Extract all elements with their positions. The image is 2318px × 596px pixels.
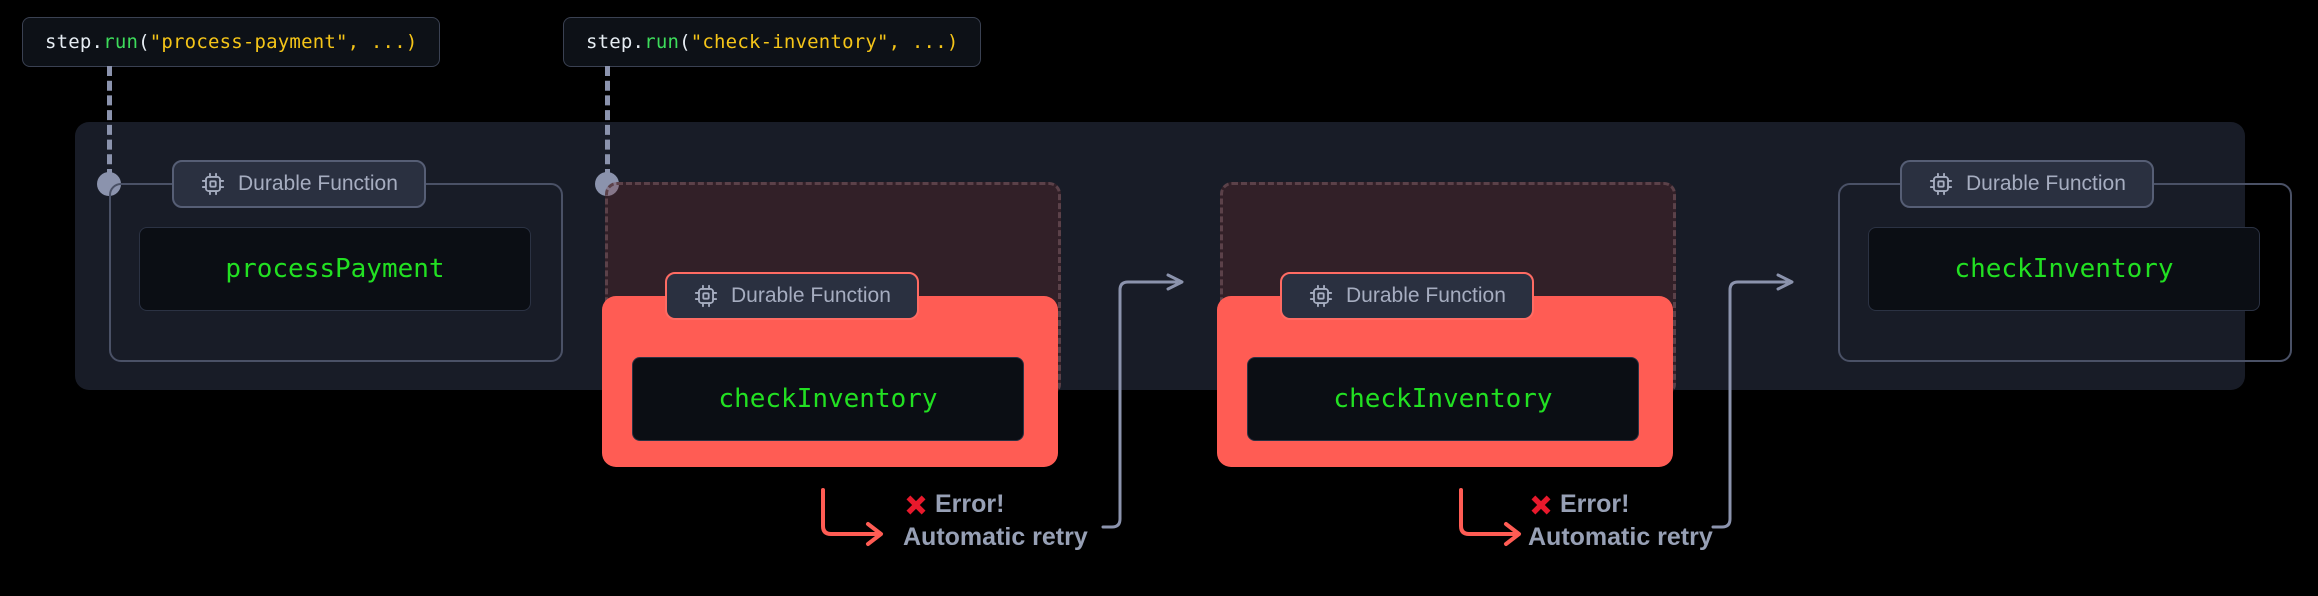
error-arrow-2 [1459, 488, 1521, 546]
durable-function-label: Durable Function [731, 284, 891, 307]
cpu-chip-icon [1308, 283, 1334, 309]
code-label-check-inventory: step.run("check-inventory", ...) [563, 17, 982, 67]
durable-function-badge-check-inventory-2[interactable]: Durable Function [1280, 272, 1534, 320]
x-mark-icon [1528, 492, 1554, 518]
connector-dashed-line-2 [605, 66, 610, 179]
durable-function-label: Durable Function [1346, 284, 1506, 307]
function-name: checkInventory [1333, 384, 1553, 414]
code-object: step. [45, 31, 104, 53]
durable-function-label: Durable Function [1966, 172, 2126, 195]
code-rest: , ...) [347, 31, 418, 53]
function-name: checkInventory [718, 384, 938, 414]
automatic-retry-label: Automatic retry [903, 523, 1088, 551]
x-mark-icon [903, 492, 929, 518]
cpu-chip-icon [693, 283, 719, 309]
durable-function-badge-check-inventory-success[interactable]: Durable Function [1900, 160, 2154, 208]
cpu-chip-icon [200, 171, 226, 197]
error-row: Error! [903, 490, 1088, 519]
durable-function-group-process-payment[interactable]: processPayment [109, 183, 563, 362]
code-argument: "process-payment" [149, 31, 348, 53]
code-rest: , ...) [888, 31, 959, 53]
cpu-chip-icon [1928, 171, 1954, 197]
durable-function-badge-check-inventory-1[interactable]: Durable Function [665, 272, 919, 320]
durable-function-group-check-inventory-success[interactable]: checkInventory [1838, 183, 2292, 362]
code-paren-open: ( [679, 31, 691, 53]
error-arrow-1 [821, 488, 883, 546]
error-caption-2: Error! Automatic retry [1528, 490, 1713, 552]
code-argument: "check-inventory" [690, 31, 889, 53]
function-name: checkInventory [1954, 254, 2174, 284]
durable-function-badge-process-payment[interactable]: Durable Function [172, 160, 426, 208]
error-row: Error! [1528, 490, 1713, 519]
error-label: Error! [935, 490, 1005, 518]
function-box-process-payment: processPayment [139, 227, 531, 311]
error-label: Error! [1560, 490, 1630, 518]
code-object: step. [586, 31, 645, 53]
connector-dashed-line-1 [107, 66, 112, 179]
function-box-check-inventory-2: checkInventory [1247, 357, 1639, 441]
function-box-check-inventory-success: checkInventory [1868, 227, 2260, 311]
error-caption-1: Error! Automatic retry [903, 490, 1088, 552]
code-label-process-payment: step.run("process-payment", ...) [22, 17, 441, 67]
automatic-retry-label: Automatic retry [1528, 523, 1713, 551]
code-paren-open: ( [138, 31, 150, 53]
code-method: run [644, 31, 680, 53]
code-method: run [103, 31, 139, 53]
function-name: processPayment [225, 254, 445, 284]
durable-function-label: Durable Function [238, 172, 398, 195]
function-box-check-inventory-1: checkInventory [632, 357, 1024, 441]
